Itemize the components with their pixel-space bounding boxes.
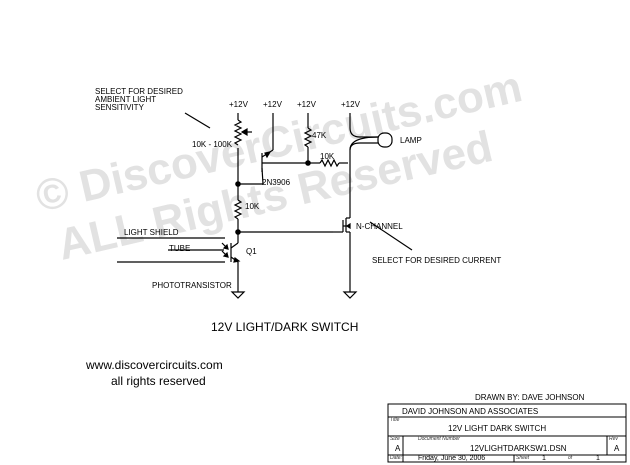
lamp-bulb	[377, 132, 393, 148]
r10k-top-value: 10K	[320, 152, 335, 161]
tb-docnum-caption: Document Number	[418, 436, 460, 442]
phototransistor	[221, 242, 241, 263]
phototransistor-label: PHOTOTRANSISTOR	[152, 281, 232, 290]
ground-right	[342, 291, 358, 299]
current-pointer	[369, 221, 413, 251]
q1-label: Q1	[246, 247, 257, 256]
tube-label: TUBE	[169, 244, 191, 253]
mosfet-label: N-CHANNEL	[356, 222, 403, 231]
tb-title-caption: Title	[390, 417, 400, 423]
supply-label-2: +12V	[263, 100, 282, 109]
sensitivity-note-1: SELECT FOR DESIRED	[95, 87, 183, 96]
supply-label-4: +12V	[341, 100, 360, 109]
diagram-title: 12V LIGHT/DARK SWITCH	[211, 320, 359, 334]
tb-company: DAVID JOHNSON AND ASSOCIATES	[402, 407, 539, 416]
lamp-lead-top	[349, 127, 378, 138]
supply-label-1: +12V	[229, 100, 248, 109]
tb-rev-value: A	[614, 444, 620, 453]
resistor-10k-top	[319, 158, 340, 168]
tb-size-value: A	[395, 444, 401, 453]
ground-left	[230, 291, 246, 299]
rights-text: all rights reserved	[111, 374, 206, 388]
circuit-wires	[117, 112, 413, 299]
pnp-value: 2N3906	[262, 178, 291, 187]
website-text: www.discovercircuits.com	[86, 358, 223, 372]
tb-sheet-total: 1	[596, 455, 600, 462]
resistor-47k	[303, 127, 313, 148]
light-shield-label: LIGHT SHIELD	[124, 228, 179, 237]
sensitivity-pointer	[184, 112, 211, 129]
tb-rev-caption: Rev	[609, 436, 618, 442]
sensitivity-note-2: AMBIENT LIGHT	[95, 95, 157, 104]
pot-value: 10K - 100K	[192, 140, 233, 149]
pnp-transistor	[261, 113, 308, 185]
tb-sheet-caption: Sheet	[516, 455, 530, 461]
tb-date-value: Friday, June 30, 2006	[418, 455, 486, 462]
tb-size-caption: Size	[390, 436, 400, 442]
lamp-label: LAMP	[400, 136, 422, 145]
resistor-10k-bottom	[233, 199, 243, 220]
title-block-frame	[387, 403, 627, 463]
r10k-bottom-value: 10K	[245, 202, 260, 211]
r47k-value: 47K	[312, 131, 327, 140]
tb-docnum-value: 12VLIGHTDARKSW1.DSN	[470, 444, 567, 453]
sensitivity-note-3: SENSITIVITY	[95, 103, 144, 112]
mosfet	[333, 217, 351, 292]
drawn-by: DRAWN BY: DAVE JOHNSON	[475, 393, 585, 402]
tb-sheet-number: 1	[542, 455, 546, 462]
tb-title-value: 12V LIGHT DARK SWITCH	[448, 424, 547, 433]
supply-label-3: +12V	[297, 100, 316, 109]
pot-resistor	[233, 119, 243, 146]
current-note: SELECT FOR DESIRED CURRENT	[372, 256, 502, 265]
tb-of-caption: of	[568, 455, 573, 461]
tb-date-caption: Date:	[390, 455, 402, 461]
